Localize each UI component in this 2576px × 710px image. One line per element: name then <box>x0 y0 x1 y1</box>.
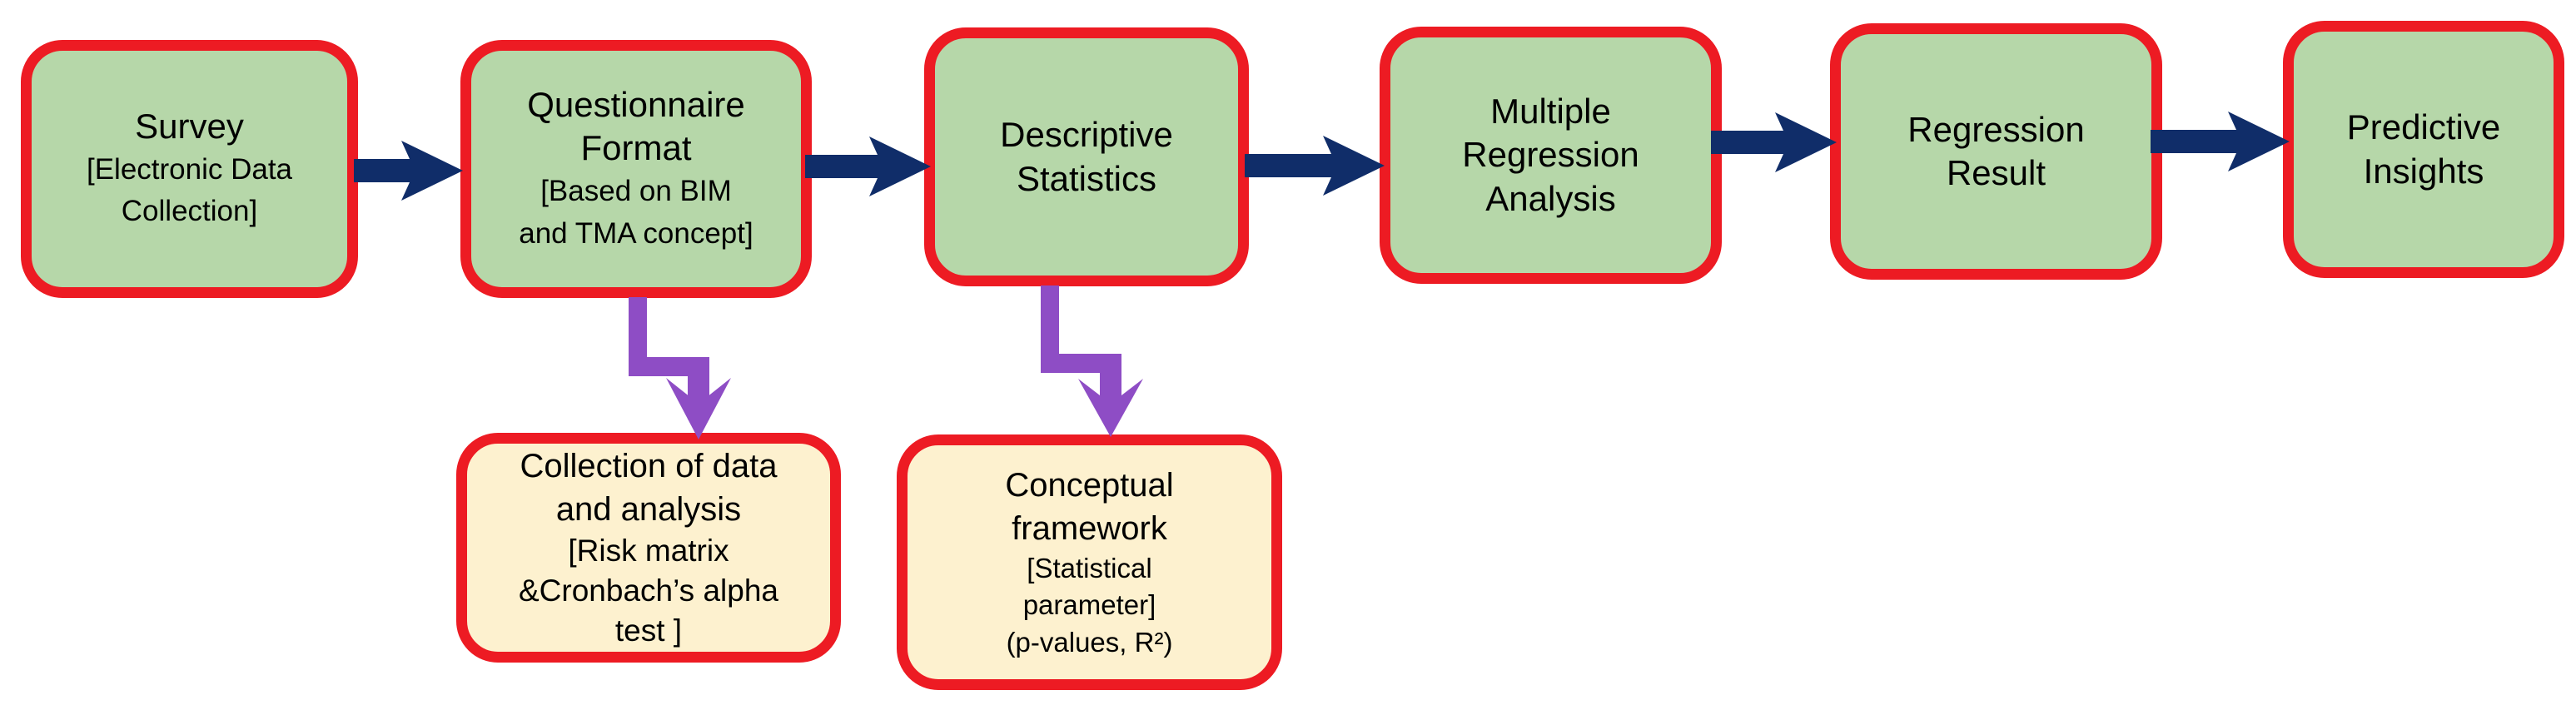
box-title-line: Collection of data <box>520 447 778 484</box>
box-title-line: Questionnaire <box>527 84 745 124</box>
box-title-line: Descriptive <box>1000 115 1173 154</box>
flow-box-questionnaire-format: Questionnaire Format [Based on BIM and T… <box>460 40 812 298</box>
flow-arrow-right-1 <box>354 141 463 201</box>
box-sub-line: [Statistical <box>1027 552 1152 583</box>
flow-arrow-right-3 <box>1245 136 1385 196</box>
flow-box-survey: Survey [Electronic Data Collection] <box>21 40 358 298</box>
box-sub-line: test ] <box>614 613 683 648</box>
box-sub-line: &Cronbach’s alpha <box>519 573 778 608</box>
box-sub-line: [Based on BIM <box>540 174 732 207</box>
flow-box-predictive-insights: Predictive Insights <box>2283 21 2564 278</box>
box-sub-line: parameter] <box>1022 589 1156 621</box>
sub-box-collection-of-data: Collection of data and analysis [Risk ma… <box>456 433 841 663</box>
box-title-line: and analysis <box>555 490 742 528</box>
box-title-line: Result <box>1946 153 2046 192</box>
box-title-line: Regression <box>1907 109 2085 149</box>
flow-box-regression-result: Regression Result <box>1830 23 2162 280</box>
box-title-line: Format <box>580 128 692 168</box>
flow-arrow-right-2 <box>805 137 931 196</box>
box-sub-line: Collection] <box>121 195 258 228</box>
box-title-line: Survey <box>135 107 244 146</box>
box-title-line: framework <box>1012 509 1167 547</box>
box-title-line: Analysis <box>1485 178 1616 218</box>
box-title-line: Regression <box>1462 135 1639 175</box>
box-sub-line: [Electronic Data <box>86 152 293 186</box>
flow-box-multiple-regression-analysis: Multiple Regression Analysis <box>1380 27 1722 284</box>
box-title-line: Multiple <box>1490 91 1611 131</box>
box-sub-line: (p-values, R²) <box>1006 626 1173 658</box>
flow-arrow-right-4 <box>1711 112 1837 172</box>
box-title-line: Conceptual <box>1005 466 1174 504</box>
flow-box-descriptive-statistics: Descriptive Statistics <box>924 27 1249 286</box>
branch-arrow-down-1 <box>629 297 731 439</box>
box-title-line: Predictive <box>2346 107 2501 146</box>
flow-arrow-right-5 <box>2151 112 2290 171</box>
box-sub-line: [Risk matrix <box>568 533 729 568</box>
box-title-line: Statistics <box>1016 158 1157 198</box>
box-title-line: Insights <box>2363 151 2484 191</box>
branch-arrow-down-2 <box>1041 285 1143 437</box>
box-sub-line: and TMA concept] <box>519 216 753 250</box>
sub-box-conceptual-framework: Conceptual framework [Statistical parame… <box>897 434 1282 690</box>
